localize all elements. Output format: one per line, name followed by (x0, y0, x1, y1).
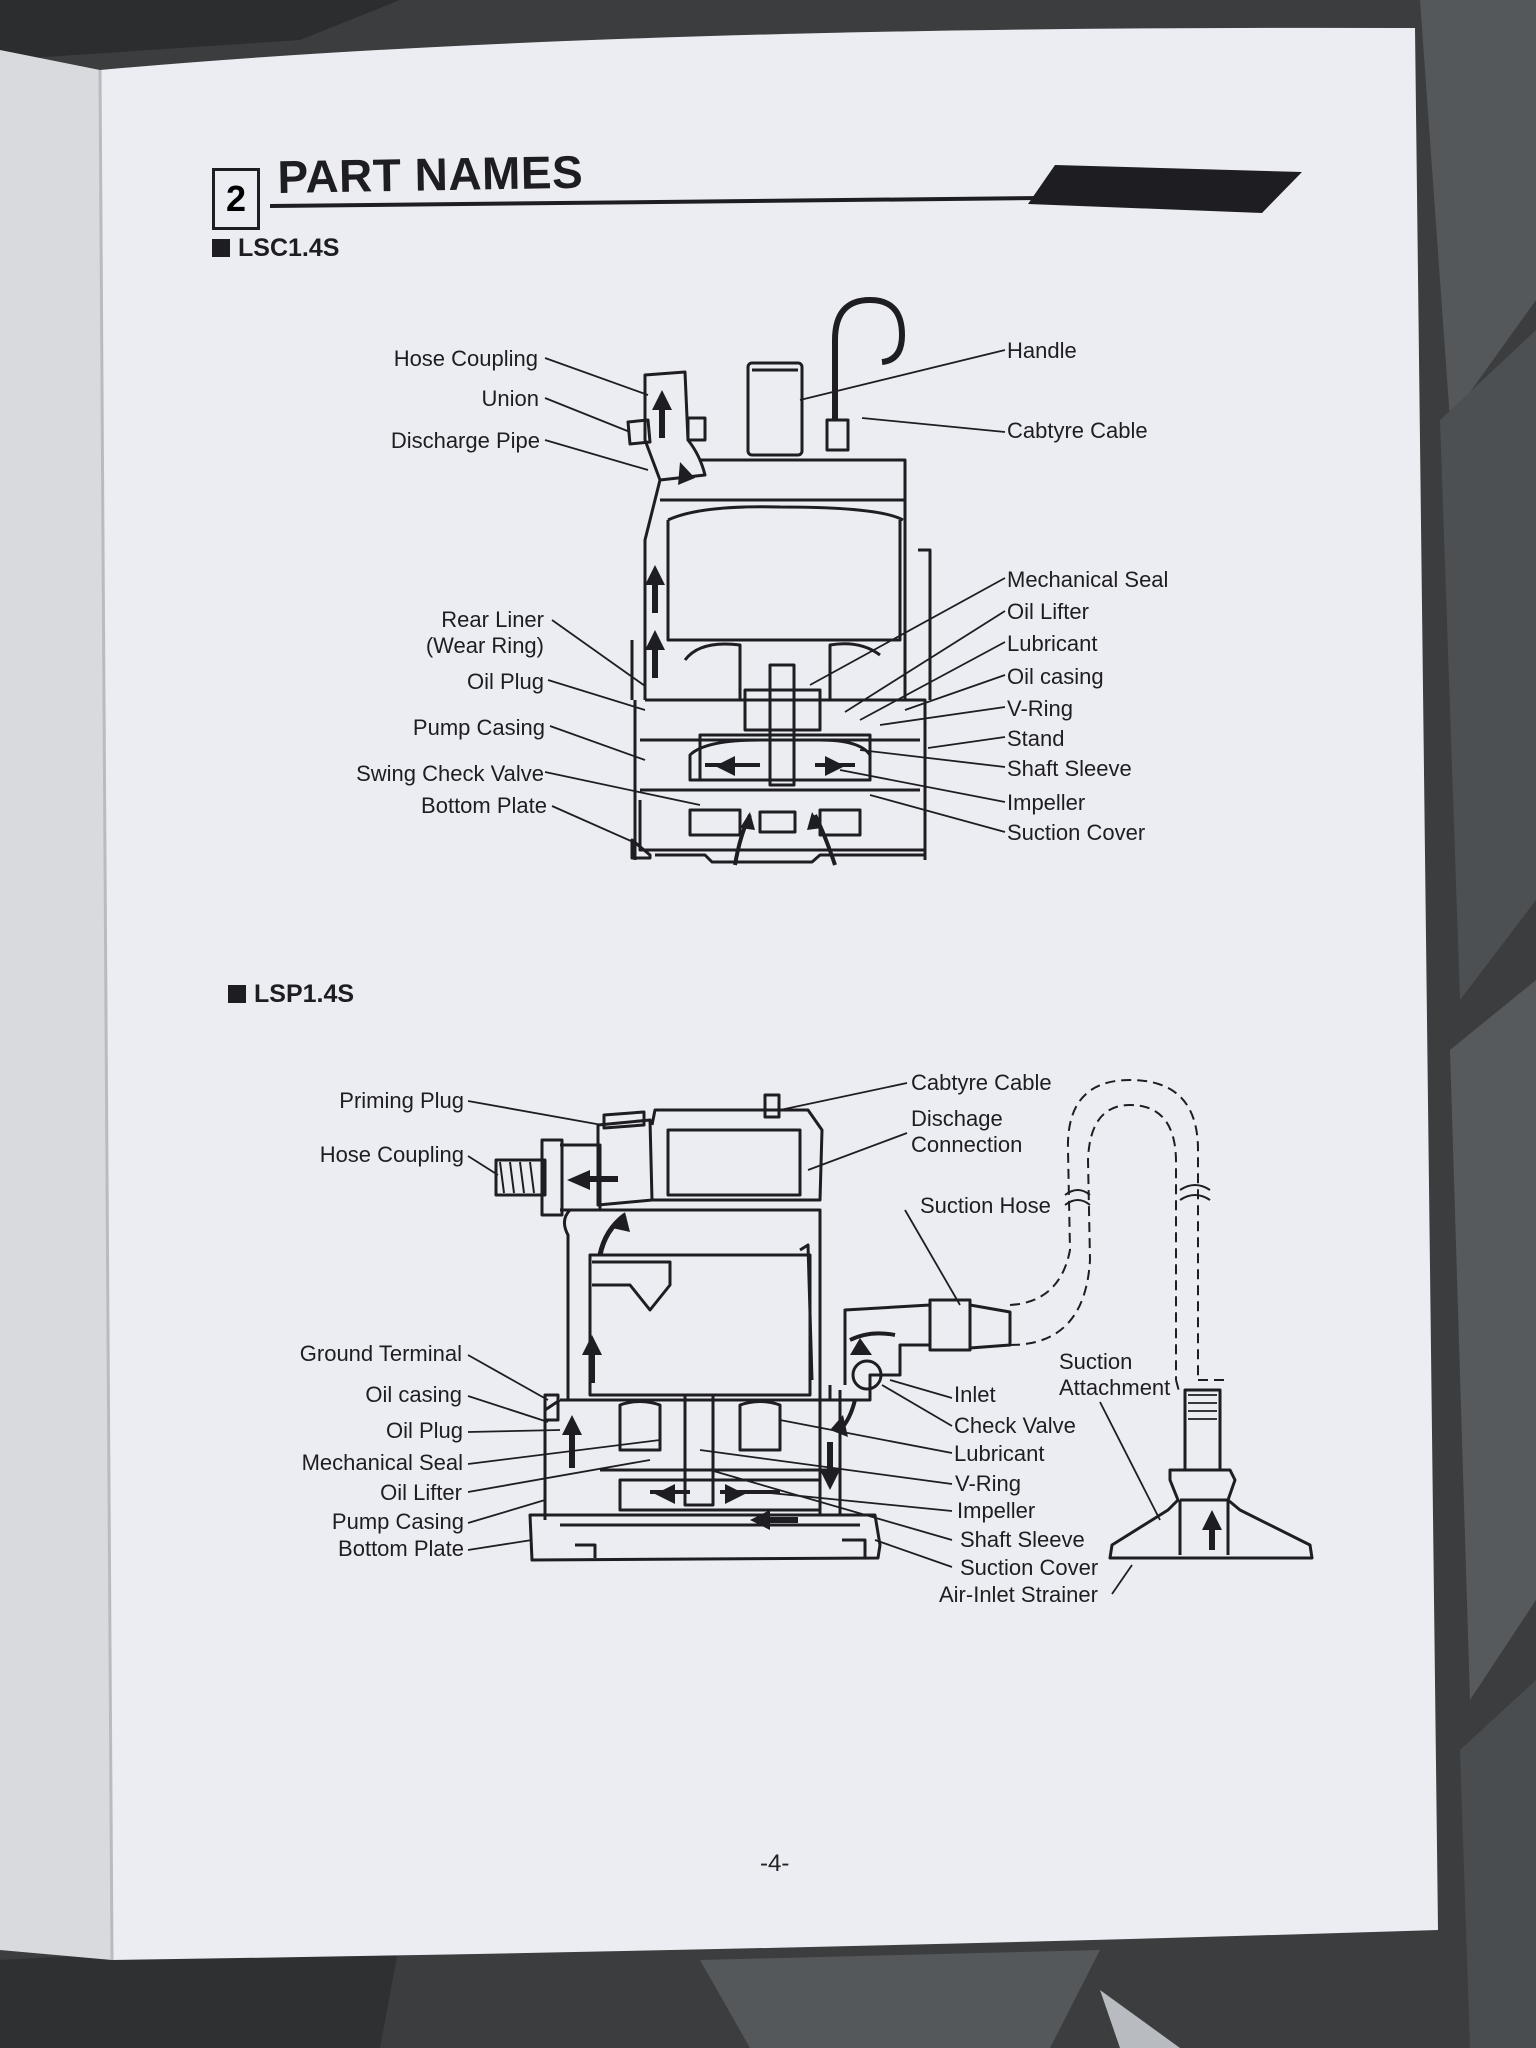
lsp-label-mechanical-seal: Mechanical Seal (301, 1450, 463, 1475)
lsc-label-pump-casing: Pump Casing (412, 715, 545, 740)
lsp-label-priming-plug: Priming Plug (339, 1088, 464, 1113)
lsp-label-suction-attachment: Suction Attachment (1059, 1349, 1171, 1400)
square-bullet-icon (212, 239, 230, 257)
lsp-leader-lines (467, 1082, 1161, 1595)
lsc-leader-lines (544, 349, 1006, 846)
lsc-label-hose-coupling: Hose Coupling (393, 346, 538, 371)
lsc-label-stand: Stand (1007, 726, 1065, 751)
lsp-label-suction-hose: Suction Hose (920, 1193, 1051, 1218)
lsc-label-union: Union (481, 386, 539, 411)
lsp-label-bottom-plate: Bottom Plate (338, 1536, 464, 1561)
lsp-label-v-ring: V-Ring (955, 1471, 1022, 1496)
lsc-label-discharge-pipe: Discharge Pipe (390, 428, 540, 453)
main-page (100, 27, 1438, 1960)
lsc-label-shaft-sleeve: Shaft Sleeve (1007, 756, 1132, 781)
lsp-label-shaft-sleeve: Shaft Sleeve (960, 1527, 1085, 1552)
lsp-label-inlet: Inlet (954, 1382, 996, 1407)
page-number: -4- (760, 1850, 790, 1877)
lsc-pump-diagram (626, 297, 932, 866)
lsc-label-oil-plug: Oil Plug (466, 669, 544, 694)
lsc-label-oil-casing: Oil casing (1007, 664, 1104, 689)
lsp-label-pump-casing: Pump Casing (331, 1509, 464, 1534)
lsp-model-heading: LSP1.4S (228, 980, 354, 1009)
lsp-label-suction-cover: Suction Cover (960, 1555, 1099, 1580)
left-page (0, 50, 112, 1960)
lsc-label-bottom-plate: Bottom Plate (421, 793, 547, 818)
header-rule (269, 196, 1041, 208)
lsp-label-lubricant: Lubricant (954, 1441, 1045, 1466)
lsc-label-oil-lifter: Oil Lifter (1007, 599, 1089, 624)
lsp-label-discharge-connection: Dischage Connection (911, 1106, 1023, 1157)
lsp-label-cabtyre-cable: Cabtyre Cable (911, 1070, 1052, 1095)
lsp-label-air-inlet-strainer: Air-Inlet Strainer (939, 1582, 1098, 1607)
lsp-label-check-valve: Check Valve (954, 1413, 1076, 1438)
lsp-label-oil-lifter: Oil Lifter (380, 1480, 462, 1505)
lsc-label-cabtyre-cable: Cabtyre Cable (1007, 418, 1148, 443)
lsc-label-swing-check-valve: Swing Check Valve (356, 761, 544, 786)
lsp-label-ground-terminal: Ground Terminal (299, 1341, 462, 1366)
lsc-label-handle: Handle (1007, 338, 1077, 363)
lsc-label-rear-liner: Rear Liner (Wear Ring) (425, 607, 544, 658)
lsc-model-heading: LSC1.4S (212, 234, 339, 263)
lsc-label-suction-cover: Suction Cover (1007, 820, 1146, 845)
lsc-label-mechanical-seal: Mechanical Seal (1007, 567, 1169, 592)
lsc-label-impeller: Impeller (1007, 790, 1086, 815)
section-number: 2 (212, 168, 260, 230)
lsp-label-impeller: Impeller (957, 1498, 1036, 1523)
lsc-label-v-ring: V-Ring (1007, 696, 1074, 721)
lsp-label-oil-plug: Oil Plug (385, 1418, 463, 1443)
lsp-label-oil-casing: Oil casing (365, 1382, 462, 1407)
lsp-label-hose-coupling: Hose Coupling (319, 1142, 464, 1167)
lsc-label-lubricant: Lubricant (1007, 631, 1098, 656)
page-title: PART NAMES (277, 145, 584, 204)
header-wedge (1028, 165, 1302, 213)
square-bullet-icon (228, 985, 246, 1003)
